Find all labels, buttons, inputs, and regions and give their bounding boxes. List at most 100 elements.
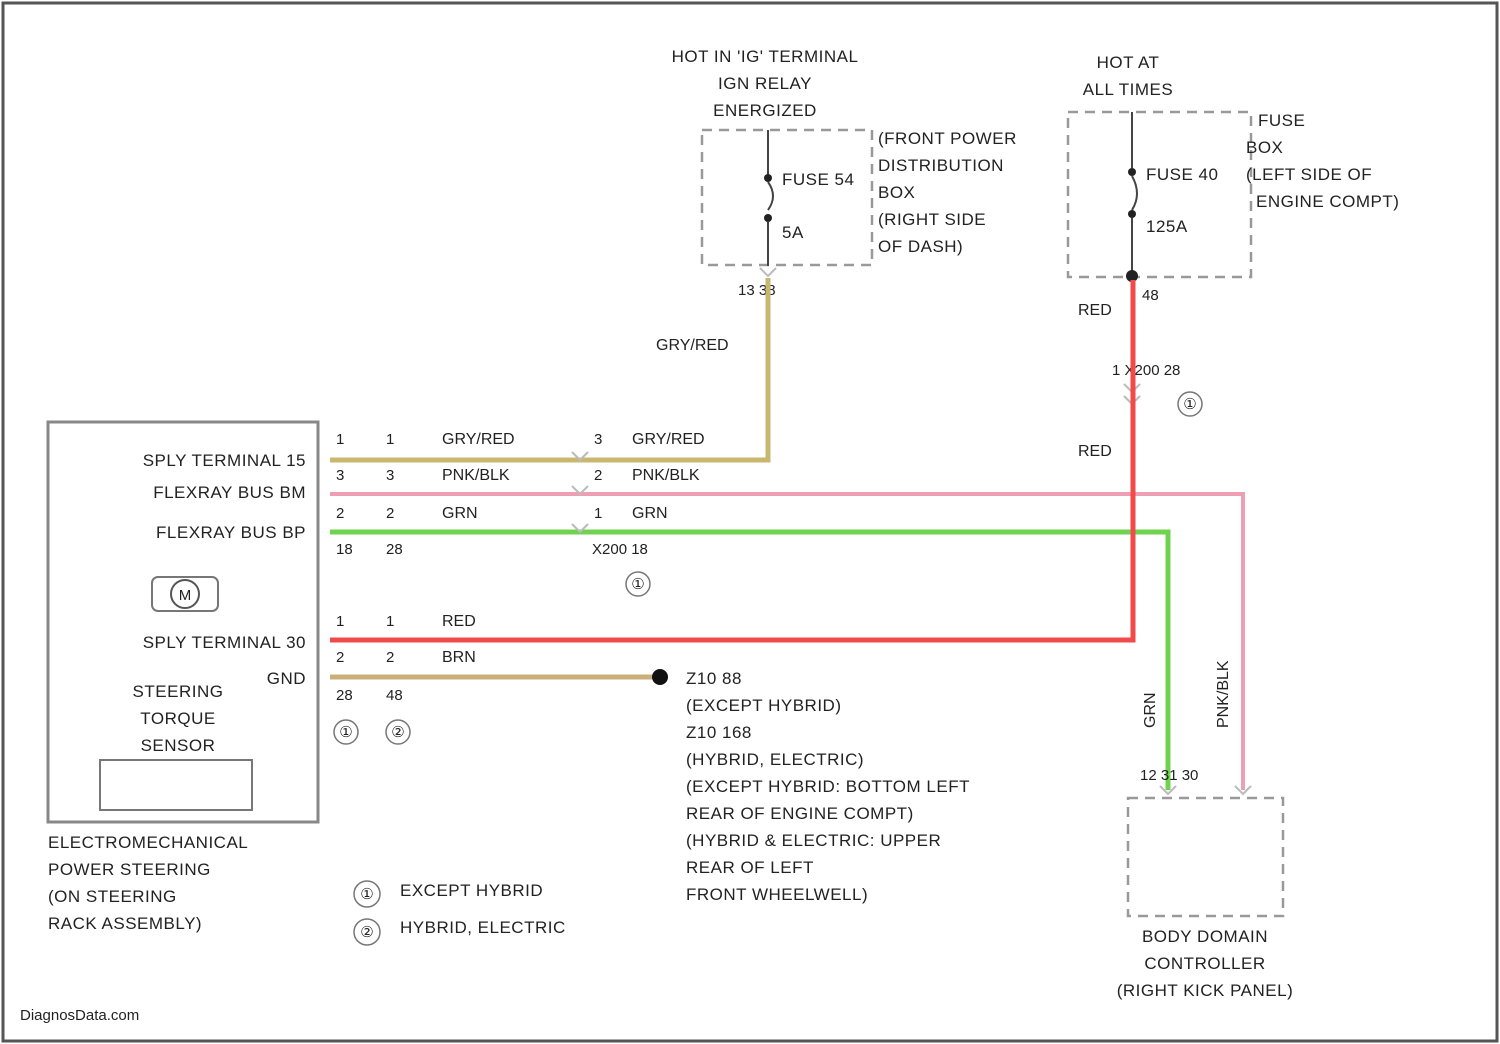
motor-label: M	[179, 587, 192, 604]
front-power-distribution-box: HOT IN 'IG' TERMINAL IGN RELAY ENERGIZED…	[672, 47, 1017, 299]
row3-color-a: GRN	[442, 505, 478, 522]
front-pdb-label-1: (FRONT POWER	[878, 129, 1017, 148]
fuse-54-label: FUSE 54	[782, 170, 854, 189]
fuse-54-terminal-bottom	[764, 214, 772, 222]
note-2-mark-gnd: ②	[391, 724, 404, 741]
eps-pin-gnd: GND	[267, 669, 306, 688]
fuse-40-wire-color-lower: RED	[1078, 443, 1112, 460]
ground-line-4: (HYBRID, ELECTRIC)	[686, 750, 864, 769]
row1-pin-a: 1	[336, 431, 344, 448]
bdc-caption-2: CONTROLLER	[1144, 954, 1265, 973]
row3-connector-pin: 1	[594, 505, 602, 522]
legend: ① EXCEPT HYBRID ② HYBRID, ELECTRIC	[354, 881, 566, 945]
torque-sensor-box	[100, 760, 252, 810]
bdc-caption-3: (RIGHT KICK PANEL)	[1117, 981, 1294, 1000]
fuse-box-label-2: BOX	[1246, 138, 1283, 157]
ground-line-3: Z10 168	[686, 723, 752, 742]
bdc-pin-numbers: 12 31 30	[1140, 767, 1198, 784]
eps-module: SPLY TERMINAL 15 FLEXRAY BUS BM FLEXRAY …	[48, 422, 318, 933]
engine-fuse-box-dashed	[1068, 112, 1251, 277]
fuse-40-rating: 125A	[1146, 217, 1188, 236]
ground-description: Z10 88 (EXCEPT HYBRID) Z10 168 (HYBRID, …	[686, 669, 970, 904]
bdc-connector-symbol	[1160, 786, 1251, 794]
fuse-40-wire-color-upper: RED	[1078, 302, 1112, 319]
legend-1-mark: ①	[360, 886, 373, 903]
row2-connector-pin: 2	[594, 467, 602, 484]
top-left-header-2: IGN RELAY	[718, 74, 812, 93]
fuse-40-pin: 48	[1142, 287, 1159, 304]
watermark: DiagnosData.com	[20, 1007, 139, 1024]
row5-color-a: BRN	[442, 649, 476, 666]
row2-pin-b: 3	[386, 467, 394, 484]
row3-pin-a: 2	[336, 505, 344, 522]
row4-pin-a: 1	[336, 613, 344, 630]
row3b-pin-a: 18	[336, 541, 353, 558]
row5-pin-b: 2	[386, 649, 394, 666]
bdc-grn-label: GRN	[1142, 692, 1159, 728]
eps-caption-4: RACK ASSEMBLY)	[48, 914, 202, 933]
eps-pin-sply-15: SPLY TERMINAL 15	[143, 451, 306, 470]
body-domain-controller: GRN PNK/BLK 12 31 30 BODY DOMAIN CONTROL…	[1117, 660, 1294, 1000]
row5b-pin-a: 28	[336, 687, 353, 704]
eps-pin-flexray-bm: FLEXRAY BUS BM	[153, 483, 306, 502]
top-left-header-1: HOT IN 'IG' TERMINAL	[672, 47, 859, 66]
row3b-pin-b: 28	[386, 541, 403, 558]
eps-caption-3: (ON STEERING	[48, 887, 177, 906]
front-pdb-dashed-box	[702, 130, 872, 265]
eps-pin-sply-30: SPLY TERMINAL 30	[143, 633, 306, 652]
row3-pin-b: 2	[386, 505, 394, 522]
ground-splice-point	[652, 669, 668, 685]
row2-color-a: PNK/BLK	[442, 467, 510, 484]
fuse-40-label: FUSE 40	[1146, 165, 1218, 184]
legend-2-text: HYBRID, ELECTRIC	[400, 918, 566, 937]
fuse-54-symbol	[768, 182, 773, 210]
row4-color-a: RED	[442, 613, 476, 630]
fuse-54-terminal-top	[764, 174, 772, 182]
legend-1-text: EXCEPT HYBRID	[400, 881, 543, 900]
fuse-40-terminal-bottom	[1128, 210, 1136, 218]
wire-labels: 1 1 GRY/RED 3 GRY/RED GRY/RED 3 3 PNK/BL…	[334, 337, 729, 744]
note-1-mark-top: ①	[1183, 396, 1196, 413]
eps-caption-1: ELECTROMECHANICAL	[48, 833, 248, 852]
fuse-54-rating: 5A	[782, 223, 804, 242]
eps-module-box	[48, 422, 318, 822]
torque-sensor-label-2: TORQUE	[140, 709, 215, 728]
legend-2-mark: ②	[360, 924, 373, 941]
top-right-header-2: ALL TIMES	[1083, 80, 1173, 99]
torque-sensor-label-1: STEERING	[133, 682, 224, 701]
bdc-pnk-label: PNK/BLK	[1215, 660, 1232, 728]
eps-caption-2: POWER STEERING	[48, 860, 211, 879]
top-right-header-1: HOT AT	[1097, 53, 1160, 72]
row1-pin-b: 1	[386, 431, 394, 448]
row3b-connector: X200 18	[592, 541, 648, 558]
row1-color-a: GRY/RED	[442, 431, 515, 448]
row2-pin-a: 3	[336, 467, 344, 484]
torque-sensor-label-3: SENSOR	[141, 736, 216, 755]
front-pdb-label-4: (RIGHT SIDE	[878, 210, 986, 229]
ground-line-2: (EXCEPT HYBRID)	[686, 696, 842, 715]
row1-connector-pin: 3	[594, 431, 602, 448]
bdc-caption-1: BODY DOMAIN	[1142, 927, 1268, 946]
x200-connector-label: 1 X200 28	[1112, 362, 1180, 379]
note-1-mark-mid: ①	[631, 576, 644, 593]
ground-line-7: (HYBRID & ELECTRIC: UPPER	[686, 831, 941, 850]
row2-color-b: PNK/BLK	[632, 467, 700, 484]
fuse-box-label-1: FUSE	[1258, 111, 1305, 130]
fuse-box-label-4: ENGINE COMPT)	[1256, 192, 1399, 211]
ground-line-1: Z10 88	[686, 669, 742, 688]
front-pdb-connector-symbol	[760, 268, 776, 276]
row4-pin-b: 1	[386, 613, 394, 630]
ground-line-5: (EXCEPT HYBRID: BOTTOM LEFT	[686, 777, 970, 796]
fuse-40-symbol	[1132, 176, 1137, 210]
row5b-pin-b: 48	[386, 687, 403, 704]
ground-line-9: FRONT WHEELWELL)	[686, 885, 868, 904]
row3-color-b: GRN	[632, 505, 668, 522]
top-left-header-3: ENERGIZED	[713, 101, 817, 120]
front-pdb-label-2: DISTRIBUTION	[878, 156, 1004, 175]
fuse-40-terminal-top	[1128, 168, 1136, 176]
front-pdb-label-5: OF DASH)	[878, 237, 963, 256]
fuse-box-label-3: (LEFT SIDE OF	[1246, 165, 1372, 184]
gry-red-vertical-label: GRY/RED	[656, 337, 729, 354]
row5-pin-a: 2	[336, 649, 344, 666]
